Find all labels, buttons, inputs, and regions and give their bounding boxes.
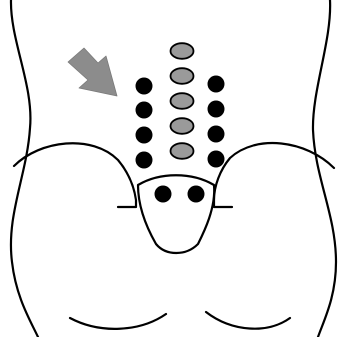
pelvis-left-outline [14,143,136,207]
acupoint-icon [188,186,205,203]
acupoint-icon [208,76,225,93]
acupoint-icon [208,101,225,118]
acupoint-icon [136,102,153,119]
torso-right-outline [313,0,336,337]
vertebra-icon [171,68,194,84]
vertebra-icon [171,93,194,109]
acupoint-icon [136,152,153,169]
acupoint-icon [155,186,172,203]
arrow-icon [68,48,117,96]
buttock-left-curve [70,314,166,329]
acupoint-icon [136,78,153,95]
acupoint-icon [136,127,153,144]
sacrum-outline [138,175,214,253]
points-left-column [136,78,153,169]
buttock-right-curve [206,312,290,329]
points-sacral [155,186,205,203]
torso-left-outline [11,0,38,337]
acupoint-icon [208,151,225,168]
acupoint-icon [208,126,225,143]
vertebra-icon [171,43,194,59]
vertebra-icon [171,118,194,134]
points-right-column [208,76,225,168]
vertebra-column [171,43,194,159]
vertebra-icon [171,143,194,159]
